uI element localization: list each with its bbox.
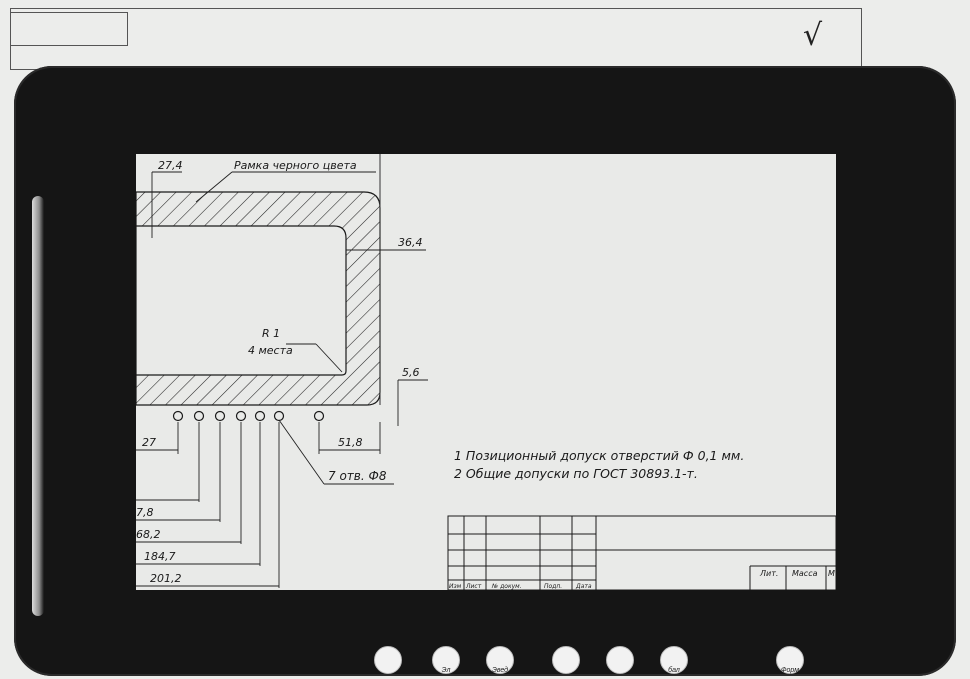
title-block-lit: Лит.	[759, 569, 778, 578]
technical-drawing: 27,4 Рамка черного цвета 36,4 R 1 4 мест…	[136, 154, 836, 590]
title-block-row-1: Лист	[465, 583, 482, 590]
side-button-1[interactable]	[374, 646, 402, 674]
side-button-2[interactable]: Эл	[432, 646, 460, 674]
holes	[172, 410, 325, 422]
dim-left-1: 7,8	[136, 506, 154, 519]
radius-count-label: 4 места	[248, 344, 293, 357]
side-button-3[interactable]: Эвед	[486, 646, 514, 674]
check-mark-icon: √	[803, 18, 823, 53]
side-button-6[interactable]: бал	[660, 646, 688, 674]
holes-label: 7 отв. Ф8	[328, 469, 387, 483]
title-block-m: М	[828, 569, 835, 578]
hatched-frame	[136, 191, 381, 406]
title-block-row-3: Подп.	[544, 583, 562, 590]
dim-left-0: 27	[142, 436, 156, 449]
e-reader-device: 27,4 Рамка черного цвета 36,4 R 1 4 мест…	[14, 66, 956, 676]
dim-top-label: 27,4	[158, 159, 183, 172]
paper-frame	[10, 8, 862, 70]
title-block	[447, 515, 836, 590]
paper-title-box	[10, 12, 128, 46]
device-edge-reflection	[32, 196, 44, 616]
side-button-5[interactable]	[606, 646, 634, 674]
title-block-mass: Масса	[792, 569, 818, 578]
dim-right-label: 36,4	[398, 236, 423, 249]
e-ink-screen: 27,4 Рамка черного цвета 36,4 R 1 4 мест…	[136, 154, 836, 590]
radius-label: R 1	[262, 327, 280, 340]
dim-left-3: 184,7	[144, 550, 176, 563]
note-1: 1 Позиционный допуск отверстий Ф 0,1 мм.	[454, 448, 745, 463]
side-button-4[interactable]	[552, 646, 580, 674]
dim-left-4: 201,2	[150, 572, 182, 585]
title-block-row-2: № докум.	[491, 583, 522, 590]
frame-label: Рамка черного цвета	[234, 159, 357, 172]
dim-spacing-label: 51,8	[338, 436, 363, 449]
dim-left-2: 68,2	[136, 528, 161, 541]
side-button-7[interactable]: Форм	[776, 646, 804, 674]
title-block-row-4: Дата	[575, 583, 592, 590]
title-block-row-0: Изм	[449, 583, 462, 590]
note-2: 2 Общие допуски по ГОСТ 30893.1-т.	[454, 466, 698, 481]
dim-offset-label: 5,6	[402, 366, 420, 379]
